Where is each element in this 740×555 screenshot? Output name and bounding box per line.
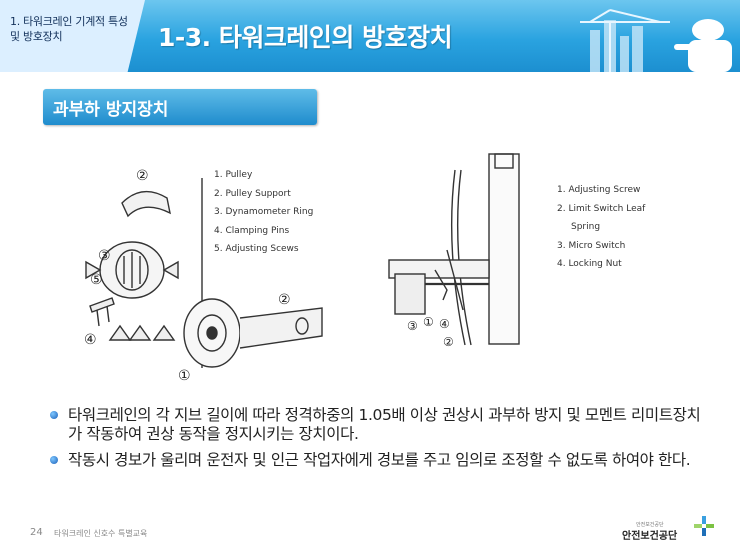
- callout-1: ①: [178, 368, 191, 384]
- callout-2-arm: ②: [278, 292, 291, 308]
- legend-right-item: 4. Locking Nut: [557, 259, 622, 269]
- legend-left-item: 3. Dynamometer Ring: [214, 207, 314, 217]
- callout-4-right: ④: [439, 317, 450, 331]
- header-bar: 1. 타워크레인 기계적 특성 및 방호장치 1-3. 타워크레인의 방호장치: [0, 0, 740, 72]
- bullet-item: 작동시 경보가 울리며 운전자 및 인근 작업자에게 경보를 주고 임의로 조정…: [50, 451, 710, 470]
- legend-right-item: Spring: [571, 222, 601, 232]
- callout-2-top: ②: [136, 168, 149, 184]
- page-title: 1-3. 타워크레인의 방호장치: [158, 23, 453, 52]
- callout-2-right: ②: [443, 335, 454, 349]
- chapter-panel: [0, 0, 145, 72]
- bullet-text: 작동시 경보가 울리며 운전자 및 인근 작업자에게 경보를 주고 임의로 조정…: [68, 451, 691, 469]
- legend-left-item: 5. Adjusting Scews: [214, 244, 299, 254]
- bullet-icon: [50, 456, 58, 464]
- org-small-label: 안전보건공단: [636, 522, 664, 528]
- legend-right-item: 3. Micro Switch: [557, 240, 626, 251]
- chapter-label: 1. 타워크레인 기계적 특성 및 방호장치: [10, 15, 128, 43]
- limit-switch-diagram: ③ ① ④ ②: [388, 153, 520, 349]
- org-name: 안전보건공단: [622, 531, 678, 542]
- bullet-item: 타워크레인의 각 지브 길이에 따라 정격하중의 1.05배 이상 권상시 과부…: [50, 406, 710, 444]
- legend-left-item: 1. Pulley: [214, 170, 253, 180]
- callout-1-right: ①: [423, 315, 434, 329]
- course-name: 타워크레인 신호수 특별교육: [54, 529, 148, 538]
- callout-5: ⑤: [90, 272, 103, 288]
- bullet-list: 타워크레인의 각 지브 길이에 따라 정격하중의 1.05배 이상 권상시 과부…: [50, 406, 710, 477]
- callout-4: ④: [84, 332, 97, 348]
- overload-device-exploded-diagram: ② ③ ⑤ ④ ① ②: [84, 168, 323, 384]
- legend-left: 1. Pulley 2. Pulley Support 3. Dynamomet…: [214, 166, 313, 259]
- legend-right-item: 1. Adjusting Screw: [557, 185, 641, 195]
- legend-right-item: 2. Limit Switch Leaf: [557, 203, 646, 214]
- page-number: 24: [30, 527, 43, 538]
- callout-3-right: ③: [407, 319, 418, 333]
- section-title: 과부하 방지장치: [53, 100, 169, 120]
- callout-3: ③: [98, 248, 111, 264]
- org-logo-icon: [694, 516, 714, 536]
- legend-left-item: 2. Pulley Support: [214, 188, 291, 199]
- crane-worker-illustration: [580, 9, 732, 72]
- legend-left-item: 4. Clamping Pins: [214, 225, 290, 236]
- section-header: 과부하 방지장치: [43, 89, 317, 125]
- bullet-text: 타워크레인의 각 지브 길이에 따라 정격하중의 1.05배 이상 권상시 과부…: [68, 406, 701, 443]
- bullet-icon: [50, 411, 58, 419]
- legend-right: 1. Adjusting Screw 2. Limit Switch Leaf …: [557, 181, 645, 274]
